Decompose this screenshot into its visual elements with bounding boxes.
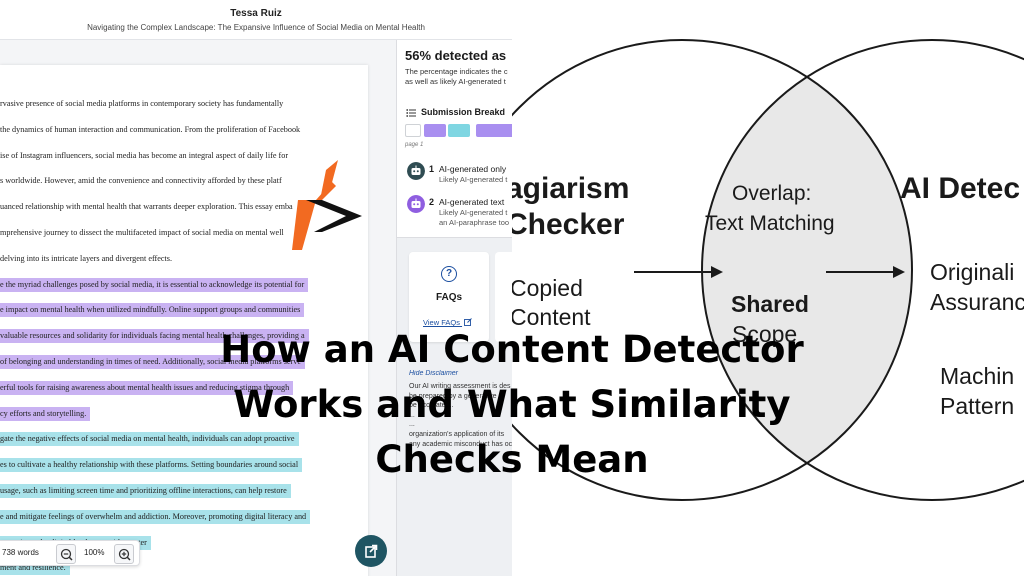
- document-page: rvasive presence of social media platfor…: [0, 65, 368, 576]
- side-card: [495, 252, 512, 342]
- robot-icon: [407, 195, 425, 213]
- document-line: rvasive presence of social media platfor…: [0, 99, 284, 108]
- category-description: Likely AI-generated t: [439, 208, 508, 217]
- document-line: delving into its intricate layers and di…: [0, 253, 173, 263]
- brand-logo: [292, 160, 362, 250]
- left-body-line1: Copied: [512, 275, 583, 301]
- breakdown-segment[interactable]: [476, 124, 512, 137]
- ai-detector-circle: [701, 39, 1024, 501]
- document-title: Navigating the Complex Landscape: The Ex…: [87, 23, 425, 32]
- zoom-out-icon: [60, 548, 73, 561]
- breakdown-segment[interactable]: [448, 124, 470, 137]
- arrow-right-icon: [634, 266, 723, 278]
- page-label: page 1: [405, 142, 424, 148]
- category-number: 2: [429, 197, 435, 207]
- document-toolbar: 738 words 100%: [0, 540, 140, 566]
- left-body-line2: Content: [512, 304, 591, 330]
- question-icon: ?: [441, 266, 457, 282]
- breakdown-segment[interactable]: [405, 124, 421, 137]
- category-label: AI-generated only: [439, 164, 507, 174]
- left-title-line2: Checker: [512, 208, 625, 241]
- zoom-out-button[interactable]: [56, 544, 76, 564]
- overlap-label-line1: Overlap:: [732, 182, 812, 205]
- document-line: mprehensive journey to dissect the multi…: [0, 228, 284, 237]
- faq-title: FAQs: [435, 292, 463, 303]
- document-line: e and mitigate feelings of overwhelm and…: [0, 509, 311, 524]
- list-icon: [406, 109, 416, 117]
- headline-line1: How an AI Content Detector: [220, 328, 804, 371]
- right-body-line2: Assuranc: [930, 289, 1024, 315]
- detection-sidebar: 56% detected as The percentage indicates…: [396, 40, 512, 576]
- document-header: Tessa Ruiz Navigating the Complex Landsc…: [0, 0, 512, 40]
- detection-description-1: The percentage indicates the c: [405, 67, 508, 76]
- detection-summary-card: 56% detected as The percentage indicates…: [397, 40, 512, 238]
- word-count: 738 words: [2, 548, 39, 557]
- zoom-in-icon: [118, 548, 131, 561]
- right-title: AI Detec: [900, 172, 1021, 205]
- category-label: AI-generated text: [439, 197, 505, 207]
- disclaimer-text: Our AI writing assessment is des be prep…: [409, 383, 512, 448]
- headline-line2: Works and What Similarity: [233, 383, 791, 426]
- venn-graphic: [512, 39, 1024, 501]
- faq-card[interactable]: ? FAQs View FAQs: [409, 252, 489, 342]
- document-line: usage, such as limiting screen time and …: [0, 484, 291, 498]
- export-button[interactable]: [355, 535, 387, 567]
- document-line: the dynamics of human interaction and co…: [0, 124, 301, 134]
- document-line: s worldwide. However, amid the convenien…: [0, 176, 282, 186]
- document-line: cy efforts and storytelling.: [0, 406, 91, 421]
- document-line: es to cultivate a healthy relationship w…: [0, 458, 303, 473]
- document-line: gate the negative effects of social medi…: [0, 432, 299, 447]
- left-title-line1: agiarism: [512, 172, 630, 205]
- external-link-icon: [464, 318, 472, 326]
- overlap-region: [702, 40, 912, 500]
- plagiarism-circle: [512, 39, 913, 501]
- shared-label-line2: Scope: [732, 321, 798, 347]
- arrow-right-icon: [826, 266, 905, 278]
- robot-icon: [407, 162, 425, 180]
- document-line: uanced relationship with mental health t…: [0, 202, 293, 212]
- detector-screenshot: Tessa Ruiz Navigating the Complex Landsc…: [0, 0, 512, 576]
- venn-diagram: agiarism Checker Copied Content Overlap:…: [512, 0, 1024, 576]
- right-body-line4: Pattern: [940, 393, 1015, 419]
- document-line: e the myriad challenges posed by social …: [0, 277, 309, 292]
- document-line: of belonging and understanding in times …: [0, 355, 305, 369]
- headline: How an AI Content Detector Works and Wha…: [180, 322, 844, 487]
- right-body-line3: Machin: [940, 363, 1015, 389]
- zoom-in-button[interactable]: [114, 544, 134, 564]
- category-description: Likely AI-generated t: [439, 175, 508, 184]
- zoom-level: 100%: [84, 548, 105, 557]
- overlap-label-line2: Text Matching: [705, 212, 835, 235]
- document-line: erful tools for raising awareness about …: [0, 380, 294, 395]
- category-number: 1: [429, 164, 435, 174]
- view-faqs-label: View FAQs: [423, 318, 460, 327]
- author-name: Tessa Ruiz: [230, 8, 282, 19]
- export-icon: [365, 544, 378, 558]
- shared-label-line1: Shared: [731, 291, 809, 317]
- document-line: e impact on mental health when utilized …: [0, 303, 305, 318]
- detection-percentage: 56% detected as: [405, 48, 507, 63]
- document-line: ise of Instagram influencers, social med…: [0, 150, 289, 160]
- right-body-line1: Originali: [930, 259, 1015, 285]
- view-faqs-link[interactable]: View FAQs: [423, 318, 472, 327]
- detection-description-2: as well as likely AI-generated t: [405, 77, 506, 86]
- breakdown-title: Submission Breakd: [421, 107, 506, 117]
- disclaimer-section: Hide Disclaimer Our AI writing assessmen…: [407, 370, 512, 480]
- hide-disclaimer-link[interactable]: Hide Disclaimer: [409, 370, 459, 377]
- headline-line3: Checks Mean: [375, 438, 649, 481]
- document-line: valuable resources and solidarity for in…: [0, 329, 309, 344]
- breakdown-segment[interactable]: [424, 124, 446, 137]
- category-description: an AI-paraphrase too: [439, 218, 510, 227]
